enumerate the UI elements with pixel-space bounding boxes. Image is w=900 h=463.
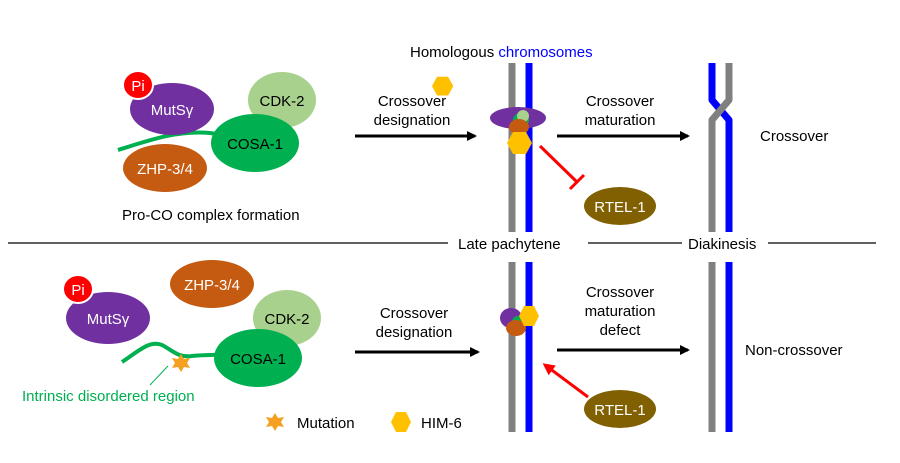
stage-divider: Late pachytene Diakinesis: [8, 236, 876, 253]
bottom-zhp-label: ZHP-3/4: [184, 277, 240, 294]
top-mutsy-protein: [130, 83, 214, 135]
top-small-zhp: [509, 119, 529, 135]
bottom-chromosome-complex: [500, 306, 539, 336]
complex-caption: Pro-CO complex formation: [122, 207, 300, 224]
bottom-pi-label: Pi: [71, 282, 84, 299]
diakinesis-label: Diakinesis: [688, 236, 756, 253]
bottom-designation-label-1: Crossover: [380, 305, 448, 322]
idr-pointer: [149, 365, 169, 386]
bottom-mutation-star: [172, 354, 190, 372]
him6-legend-icon: [391, 412, 411, 432]
legend: Mutation HIM-6: [266, 412, 462, 432]
top-pi-label: Pi: [131, 78, 144, 95]
top-small-cdk2: [517, 110, 529, 122]
bottom-maturation-label-3: defect: [600, 322, 642, 339]
header-title: Homologous chromosomes: [410, 44, 593, 61]
bottom-rtel-protein: [584, 390, 656, 428]
top-cosa1-label: COSA-1: [227, 136, 283, 153]
crossover-outcome-label: Crossover: [760, 128, 828, 145]
top-cdk2-label: CDK-2: [259, 93, 304, 110]
bottom-maturation-label-1: Crossover: [586, 284, 654, 301]
top-mutsy-label: MutSγ: [151, 102, 194, 119]
top-designation-label-2: designation: [374, 112, 451, 129]
idr-caption: Intrinsic disordered region: [22, 388, 195, 405]
noncrossover-outcome-label: Non-crossover: [745, 342, 843, 359]
bottom-mutsy-protein: [66, 292, 150, 344]
rtel-recruit-arrow: [542, 363, 589, 399]
mutation-legend-label: Mutation: [297, 415, 355, 432]
top-zhp-label: ZHP-3/4: [137, 161, 193, 178]
bottom-cosa1-protein: [214, 329, 302, 387]
top-rtel-protein: [584, 187, 656, 225]
bottom-rtel-label: RTEL-1: [594, 402, 645, 419]
bottom-him6-hex: [519, 306, 539, 326]
top-chromosome-complex: [432, 76, 546, 154]
top-him6-lower-hex: [507, 132, 532, 154]
bottom-cosa1-label: COSA-1: [230, 351, 286, 368]
top-maturation-label-1: Crossover: [586, 93, 654, 110]
bottom-maturation-label-2: maturation: [585, 303, 656, 320]
bottom-pi-badge: [62, 274, 94, 304]
him6-legend-label: HIM-6: [421, 415, 462, 432]
top-designation-label-1: Crossover: [378, 93, 446, 110]
bottom-zhp-protein: [170, 260, 254, 308]
bottom-designation-label-2: designation: [376, 324, 453, 341]
bottom-small-zhp: [506, 320, 526, 336]
diakinesis-crossover-chromosomes: [708, 63, 733, 232]
late-pachytene-label: Late pachytene: [458, 236, 561, 253]
bottom-cdk2-label: CDK-2: [264, 311, 309, 328]
header-chromosomes: chromosomes: [498, 44, 592, 61]
bottom-proteins: Pi MutSγ ZHP-3/4 CDK-2 COSA-1: [62, 260, 321, 387]
top-cdk2-protein: [248, 72, 316, 128]
top-him6-upper-hex: [432, 76, 454, 96]
header-homologous: Homologous: [410, 44, 494, 61]
top-cosa1-protein: [211, 114, 299, 172]
rtel-inhibition: [538, 144, 586, 191]
top-maturation-label-2: maturation: [585, 112, 656, 129]
top-pi-badge: [122, 70, 154, 100]
top-pro-co-complex: Pi MutSγ CDK-2 COSA-1 ZHP-3/4: [117, 70, 316, 192]
mutation-legend-icon: [266, 413, 284, 431]
diakinesis-noncrossover-chromosomes: [708, 262, 733, 432]
bottom-mutsy-label: MutSγ: [87, 311, 130, 328]
top-zhp-protein: [123, 144, 207, 192]
top-rtel-label: RTEL-1: [594, 199, 645, 216]
